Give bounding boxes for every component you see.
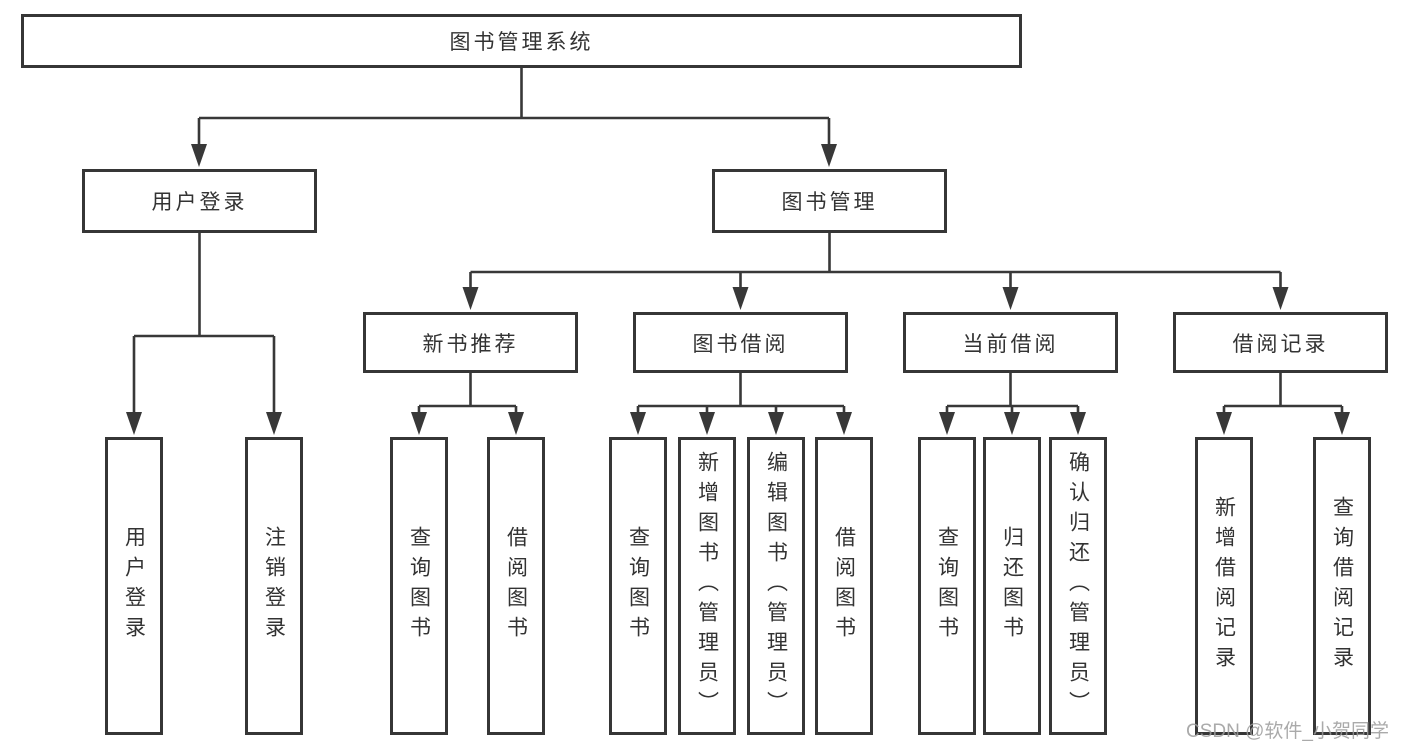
leaf-borrowing-add-books-admin: 新增图书（管理员）	[678, 437, 736, 735]
node-book-management: 图书管理	[712, 169, 947, 233]
leaf-records-query-record: 查询借阅记录	[1313, 437, 1371, 735]
arrow-down-icon	[462, 287, 479, 310]
edge-root-to-level2	[191, 67, 837, 167]
leaf-newbook-borrow-books: 借阅图书	[487, 437, 545, 735]
edge-new-book-recommend-to-leaves	[411, 372, 524, 435]
node-borrow-records: 借阅记录	[1173, 312, 1388, 373]
edge-user-login-to-leaves	[126, 232, 282, 435]
leaf-newbook-query-books: 查询图书	[390, 437, 448, 735]
edge-book-management-to-level3	[462, 232, 1289, 310]
arrow-down-icon	[126, 412, 142, 435]
leaf-borrowing-borrow-books: 借阅图书	[815, 437, 873, 735]
arrow-down-icon	[630, 412, 646, 435]
arrow-down-icon	[1216, 412, 1232, 435]
leaf-current-query-books: 查询图书	[918, 437, 976, 735]
leaf-current-confirm-return-admin: 确认归还（管理员）	[1049, 437, 1107, 735]
node-root-library-system: 图书管理系统	[21, 14, 1022, 68]
arrow-down-icon	[939, 412, 955, 435]
node-current-borrowing: 当前借阅	[903, 312, 1118, 373]
arrow-down-icon	[836, 412, 852, 435]
csdn-watermark: CSDN @软件_小贺同学	[1186, 721, 1389, 742]
arrow-down-icon	[1070, 412, 1086, 435]
arrow-down-icon	[699, 412, 715, 435]
leaf-borrowing-query-books: 查询图书	[609, 437, 667, 735]
arrow-down-icon	[732, 287, 749, 310]
arrow-down-icon	[1002, 287, 1019, 310]
arrow-down-icon	[1004, 412, 1020, 435]
node-user-login: 用户登录	[82, 169, 317, 233]
leaf-records-add-record: 新增借阅记录	[1195, 437, 1253, 735]
edge-current-borrowing-to-leaves	[939, 372, 1086, 435]
arrow-down-icon	[411, 412, 427, 435]
arrow-down-icon	[1334, 412, 1350, 435]
arrow-down-icon	[821, 144, 837, 167]
arrow-down-icon	[191, 144, 207, 167]
node-new-book-recommend: 新书推荐	[363, 312, 578, 373]
leaf-borrowing-edit-books-admin: 编辑图书（管理员）	[747, 437, 805, 735]
arrow-down-icon	[1272, 287, 1289, 310]
arrow-down-icon	[266, 412, 282, 435]
leaf-logout: 注销登录	[245, 437, 303, 735]
arrow-down-icon	[768, 412, 784, 435]
node-book-borrowing: 图书借阅	[633, 312, 848, 373]
arrow-down-icon	[508, 412, 524, 435]
edge-book-borrowing-to-leaves	[630, 372, 852, 435]
leaf-user-login: 用户登录	[105, 437, 163, 735]
leaf-current-return-books: 归还图书	[983, 437, 1041, 735]
edge-borrow-records-to-leaves	[1216, 372, 1350, 435]
